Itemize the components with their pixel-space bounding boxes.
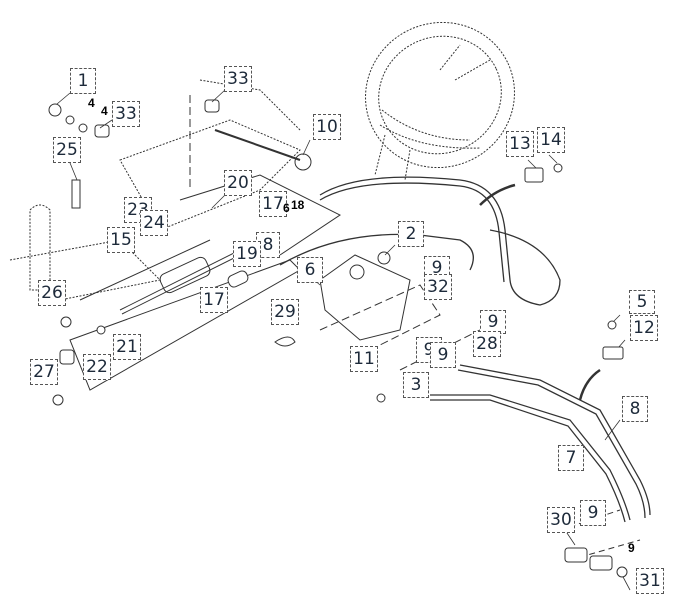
- callout-29: 29: [271, 299, 299, 325]
- callout-33: 33: [112, 101, 140, 127]
- label-18: 18: [291, 198, 305, 212]
- callout-9: 9: [480, 310, 506, 334]
- label-9: 9: [628, 541, 635, 555]
- callout-20: 20: [224, 170, 252, 196]
- frame-bracket: [9, 79, 301, 301]
- callout-8: 8: [622, 396, 648, 422]
- callout-5: 5: [629, 290, 655, 314]
- callout-2: 2: [398, 221, 424, 247]
- leader-lines: [56, 89, 631, 591]
- steering-wheel: [365, 21, 515, 181]
- callout-9: 9: [580, 500, 606, 526]
- callout-26: 26: [38, 280, 66, 306]
- callout-14: 14: [537, 127, 565, 153]
- callout-27: 27: [30, 359, 58, 385]
- callout-32: 32: [424, 274, 452, 300]
- callout-21: 21: [113, 334, 141, 360]
- label-6: 6: [283, 201, 290, 215]
- steering-valve: [319, 251, 411, 341]
- callout-19: 19: [233, 241, 261, 267]
- callout-6: 6: [297, 257, 323, 283]
- callout-17: 17: [200, 287, 228, 313]
- callout-22: 22: [83, 354, 111, 380]
- callout-13: 13: [506, 131, 534, 157]
- callout-30: 30: [547, 507, 575, 533]
- callout-24: 24: [140, 210, 168, 236]
- hardware-parts: [48, 103, 628, 578]
- hydraulic-hoses: [279, 176, 651, 523]
- callout-12: 12: [630, 315, 658, 341]
- group-outline: [69, 95, 641, 561]
- label-4: 4: [101, 104, 108, 118]
- callout-25: 25: [53, 137, 81, 163]
- label-4: 4: [88, 96, 95, 110]
- callout-17: 17: [259, 191, 287, 217]
- callout-15: 15: [107, 227, 135, 253]
- callout-31: 31: [636, 568, 664, 594]
- steering-cylinder: [94, 99, 312, 315]
- callout-10: 10: [313, 114, 341, 140]
- callout-9: 9: [430, 342, 456, 368]
- callout-28: 28: [473, 331, 501, 357]
- callout-11: 11: [350, 346, 378, 372]
- callout-7: 7: [558, 445, 584, 471]
- callout-3: 3: [403, 372, 429, 398]
- direction-arrows: [479, 183, 601, 401]
- callout-33: 33: [224, 66, 252, 92]
- callout-1: 1: [70, 68, 96, 94]
